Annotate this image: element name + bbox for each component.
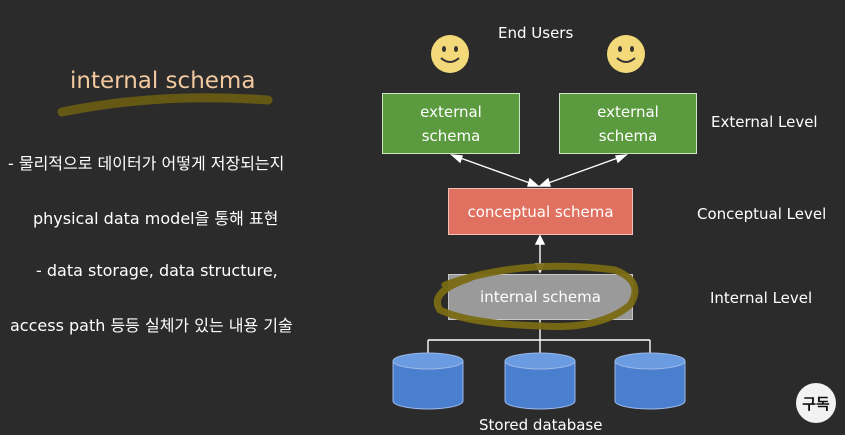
internal-schema-label: internal schema <box>480 288 601 306</box>
description-line-1: - 물리적으로 데이터가 어떻게 저장되는지 <box>8 154 285 173</box>
title-underline-highlight <box>57 93 273 117</box>
subscribe-badge[interactable]: 구독 <box>796 383 836 423</box>
db-connectors <box>427 320 651 356</box>
arrowhead <box>534 234 546 245</box>
external-schema-2-line2: schema <box>598 126 658 145</box>
description-line-2: physical data model을 통해 표현 <box>33 209 279 228</box>
internal-level-label: Internal Level <box>710 289 813 307</box>
database-cylinder-icon <box>392 352 464 410</box>
database-cylinder-icon <box>504 352 576 410</box>
external-schema-2-line1: external <box>597 102 659 121</box>
arrowhead <box>615 154 629 164</box>
arrows <box>449 154 629 274</box>
smiley-face-icon <box>431 35 469 73</box>
arrow-external1-conceptual <box>451 154 539 187</box>
external-schema-1-line1: external <box>420 102 482 121</box>
conceptual-schema-box: conceptual schema <box>448 188 633 235</box>
description-line-3: - data storage, data structure, <box>36 261 278 280</box>
external-schema-box-2: external schema <box>559 93 697 154</box>
conceptual-schema-label: conceptual schema <box>467 202 614 221</box>
arrowhead <box>538 177 551 187</box>
internal-schema-box: internal schema <box>448 274 633 320</box>
external-level-label: External Level <box>711 113 818 131</box>
end-users-label: End Users <box>498 24 574 42</box>
arrowhead <box>527 177 540 187</box>
external-schema-1-line2: schema <box>421 126 481 145</box>
external-schema-box-1: external schema <box>382 93 520 154</box>
description-line-4: access path 등등 실체가 있는 내용 기술 <box>10 316 293 335</box>
stored-database-label: Stored database <box>479 416 603 434</box>
arrowhead <box>534 263 546 274</box>
conceptual-level-label: Conceptual Level <box>697 205 827 223</box>
smiley-face-icon <box>607 35 645 73</box>
database-cylinder-icon <box>614 352 686 410</box>
left-panel-title: internal schema <box>70 68 256 94</box>
arrow-external2-conceptual <box>539 154 627 187</box>
arrowhead <box>449 154 463 164</box>
